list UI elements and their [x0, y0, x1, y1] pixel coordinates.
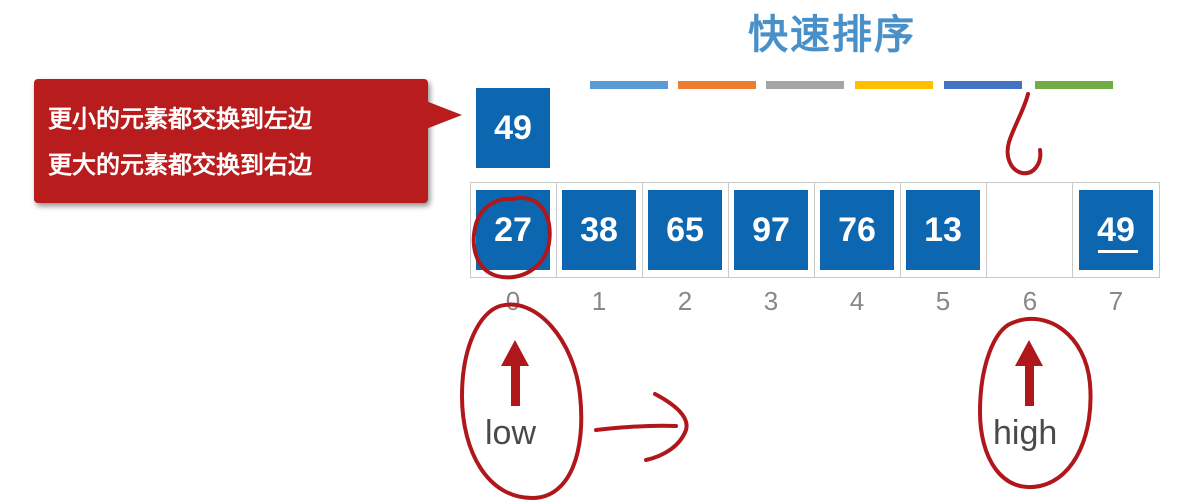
right-arrow-annotation [594, 392, 689, 462]
array-divider [1072, 183, 1073, 277]
array-index-2: 2 [677, 286, 693, 316]
low-up-arrow-shaft [511, 362, 520, 406]
low-up-arrow-head [501, 340, 529, 366]
array-cell-6 [993, 190, 1067, 270]
callout-line-1: 更小的元素都交换到左边 [48, 105, 312, 133]
low-oval-annotation [460, 302, 584, 500]
callout-line-2: 更大的元素都交换到右边 [48, 151, 312, 179]
page-title: 快速排序 [748, 12, 916, 58]
array-cell-7: 49 [1079, 190, 1153, 270]
array-cell-2: 65 [648, 190, 722, 270]
array-cell-5: 13 [906, 190, 980, 270]
array-cell-1: 38 [562, 190, 636, 270]
array-index-3: 3 [763, 286, 779, 316]
array-divider [900, 183, 901, 277]
callout-pointer [426, 101, 462, 129]
low-pointer-label: low [485, 414, 537, 452]
array-index-1: 1 [591, 286, 607, 316]
pivot-cell: 49 [476, 88, 550, 168]
color-bar-3 [766, 81, 844, 89]
circle-annotation [471, 196, 552, 280]
color-bar-4 [855, 81, 933, 89]
array-divider [642, 183, 643, 277]
high-pointer-label: high [993, 414, 1058, 452]
array-divider [814, 183, 815, 277]
color-bar-1 [590, 81, 668, 89]
color-bar-2 [678, 81, 756, 89]
color-bar-6 [1035, 81, 1113, 89]
high-up-arrow-shaft [1025, 362, 1034, 406]
array-divider [986, 183, 987, 277]
high-oval-annotation [978, 316, 1093, 490]
color-bar-5 [944, 81, 1022, 89]
array-index-4: 4 [849, 286, 865, 316]
array-index-6: 6 [1022, 286, 1038, 316]
value-underline [1098, 250, 1138, 253]
array-index-5: 5 [935, 286, 951, 316]
callout-box: 更小的元素都交换到左边 更大的元素都交换到右边 [34, 79, 428, 203]
down-arrow-annotation [1005, 92, 1043, 176]
array-index-7: 7 [1108, 286, 1124, 316]
array-cell-3: 97 [734, 190, 808, 270]
array-cell-4: 76 [820, 190, 894, 270]
array-divider [556, 183, 557, 277]
array-divider [728, 183, 729, 277]
high-up-arrow-head [1015, 340, 1043, 366]
array-frame [470, 182, 1160, 278]
array-index-0: 0 [505, 286, 521, 316]
